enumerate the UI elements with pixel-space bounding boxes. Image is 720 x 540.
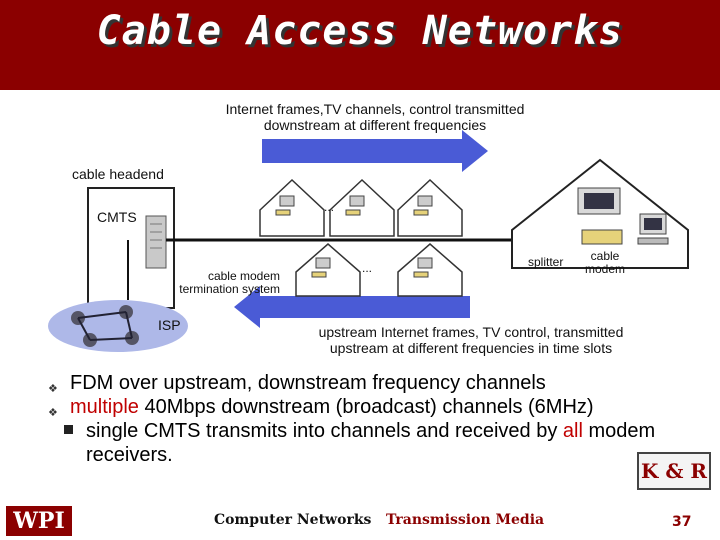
isp-network xyxy=(48,240,188,352)
downstream-arrow xyxy=(262,130,488,172)
slide-title: Cable Access Networks xyxy=(96,8,624,54)
bullet-text: 40Mbps downstream (broadcast) channels (… xyxy=(138,396,594,418)
house-top-2 xyxy=(329,178,395,237)
cable-network-diagram xyxy=(48,130,689,352)
house-bottom-2 xyxy=(397,243,463,297)
cable-modem-box xyxy=(581,229,623,245)
footer-topic: Transmission Media xyxy=(386,512,545,528)
sub-bullet-emphasis: all xyxy=(562,420,583,442)
cmts-rack xyxy=(145,215,167,269)
cable-modem-label: cable modem xyxy=(584,249,625,276)
bullet-list: ❖ FDM over upstream, downstream frequenc… xyxy=(48,371,712,467)
downstream-caption: Internet frames,TV channels, control tra… xyxy=(225,101,525,133)
house-top-1 xyxy=(259,178,325,237)
cmts-label: CMTS xyxy=(97,209,137,225)
title-bar xyxy=(0,0,720,90)
bullet-emphasis: multiple xyxy=(70,396,139,418)
cmts-description: cable modem termination system xyxy=(179,269,280,296)
splitter-label: splitter xyxy=(528,255,564,269)
bullet-diamond-icon: ❖ xyxy=(48,383,58,395)
square-bullet-icon xyxy=(64,425,73,434)
kr-badge: K & R xyxy=(637,452,711,490)
sub-bullet-item: single CMTS transmits into channels and … xyxy=(52,419,712,467)
bullet-item: ❖ FDM over upstream, downstream frequenc… xyxy=(48,371,712,395)
large-house xyxy=(511,158,689,269)
sub-bullet-text: single CMTS transmits into channels and … xyxy=(86,420,563,442)
bullet-diamond-icon: ❖ xyxy=(48,407,58,419)
upstream-caption: upstream Internet frames, TV control, tr… xyxy=(318,324,624,356)
house-top-3 xyxy=(397,178,463,237)
footer: WPI Computer Networks Transmission Media… xyxy=(0,502,720,540)
house-bottom-1 xyxy=(295,243,361,297)
bullet-text: FDM over upstream, downstream frequency … xyxy=(70,372,546,394)
ellipsis-top: ... xyxy=(324,200,335,214)
cable-headend-label: cable headend xyxy=(72,166,164,182)
footer-course: Computer Networks xyxy=(214,512,372,528)
sub-bullet-text-end: modem receivers. xyxy=(86,420,656,466)
upstream-arrow xyxy=(234,286,470,328)
isp-label: ISP xyxy=(158,317,181,333)
wpi-logo: WPI xyxy=(6,506,72,536)
ellipsis-bottom: ... xyxy=(362,261,373,275)
page-number: 37 xyxy=(672,514,692,530)
bullet-item: ❖ multiple 40Mbps downstream (broadcast)… xyxy=(48,395,712,419)
